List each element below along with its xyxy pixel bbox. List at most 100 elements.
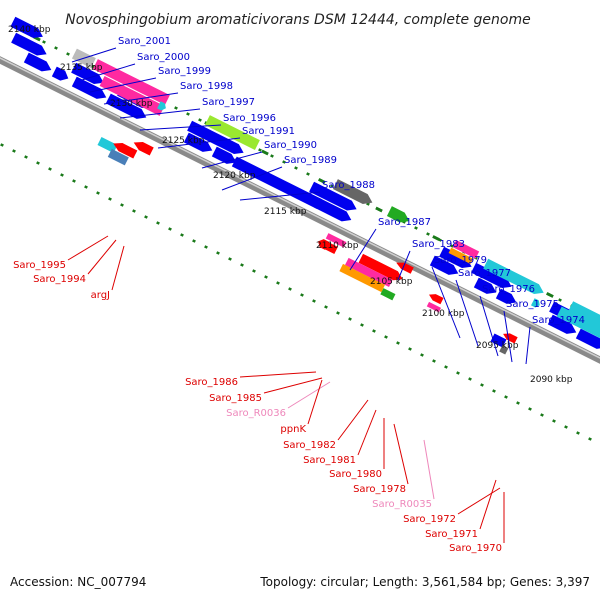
gene-leader — [139, 124, 222, 131]
tick-dot — [330, 184, 334, 188]
cds-grey — [332, 179, 373, 204]
cds-reverse — [358, 253, 403, 281]
tick-dot — [588, 437, 592, 441]
cds-forward — [429, 255, 459, 275]
gene-label-reverse: Saro_R0036 — [226, 408, 286, 419]
tick-dot — [96, 191, 100, 195]
gene-leader — [397, 250, 411, 281]
cds-pink — [325, 233, 347, 248]
tick-dot — [372, 329, 376, 333]
gene-leader — [479, 295, 499, 357]
tick-dot — [258, 148, 262, 152]
cds-forward — [51, 66, 69, 81]
gene-leader — [71, 47, 117, 63]
gene-leader — [357, 409, 377, 456]
cds-pink — [99, 75, 165, 116]
gene-label-forward: Saro_1979 — [434, 255, 487, 266]
gene-leader — [479, 479, 497, 530]
gene-leader — [307, 379, 323, 425]
cds-cyan — [568, 301, 600, 331]
tick-dot — [492, 389, 496, 393]
gene-leader — [221, 166, 283, 191]
cds-reverse — [429, 294, 444, 305]
tick-dot — [12, 149, 16, 153]
cds-grey — [499, 345, 509, 355]
gene-label-forward: Saro_2001 — [118, 36, 171, 47]
cds-forward — [105, 93, 147, 119]
kbp-label: 2130 kbp — [110, 99, 153, 109]
gene-label-reverse: Saro_1972 — [403, 514, 456, 525]
cds-pink — [345, 257, 393, 287]
gene-label-reverse: Saro_1981 — [303, 455, 356, 466]
tick-dot — [432, 359, 436, 363]
gene-leader — [263, 377, 323, 394]
gene-leader — [337, 399, 369, 441]
cds-forward — [23, 52, 52, 72]
tick-dot — [480, 383, 484, 387]
cds-forward — [231, 156, 327, 209]
gene-leader — [349, 228, 377, 271]
backbone-highlight — [0, 57, 600, 359]
tick-dot — [294, 166, 298, 170]
gene-label-reverse: Saro_1985 — [209, 393, 262, 404]
gene-label-reverse: Saro_1980 — [329, 469, 382, 480]
tick-dot — [552, 419, 556, 423]
tick-dot — [414, 226, 418, 230]
kbp-label: 2105 kbp — [370, 277, 413, 287]
cds-forward — [547, 314, 577, 334]
tick-dot — [240, 263, 244, 267]
major-tick — [261, 149, 269, 156]
tick-dot — [156, 221, 160, 225]
tick-dot — [456, 371, 460, 375]
gene-leader — [111, 245, 125, 291]
cds-forward — [187, 120, 244, 155]
cds-green — [386, 206, 410, 223]
tick-dot — [540, 413, 544, 417]
gene-label-reverse: Saro_1978 — [353, 484, 406, 495]
backbone-line — [0, 56, 600, 364]
tick-dot — [348, 317, 352, 321]
tick-dot — [576, 431, 580, 435]
tick-dot — [420, 353, 424, 357]
gene-label-reverse: Saro_1986 — [185, 377, 238, 388]
gene-leader — [455, 279, 479, 347]
tick-dot — [306, 172, 310, 176]
cds-pink — [426, 301, 442, 313]
tick-dot — [168, 227, 172, 231]
gene-features — [10, 16, 600, 355]
gene-leader — [423, 439, 435, 500]
gene-leader — [89, 77, 157, 93]
cds-cyan — [531, 298, 540, 308]
tick-dot — [558, 298, 562, 302]
gene-leader — [393, 423, 409, 485]
tick-dot — [216, 251, 220, 255]
cds-forward — [495, 288, 517, 304]
gene-label-forward: Saro_1991 — [242, 126, 295, 137]
tick-dot — [72, 179, 76, 183]
tick-dot — [426, 232, 430, 236]
cds-forward — [575, 328, 600, 349]
gene-leader — [503, 310, 513, 363]
tick-dot — [282, 160, 286, 164]
cds-forward — [471, 262, 512, 289]
tick-dot — [186, 112, 190, 116]
gene-leader — [87, 239, 117, 275]
tick-dot — [444, 365, 448, 369]
tick-dot — [384, 335, 388, 339]
cds-orange — [448, 247, 474, 264]
tick-dot — [120, 203, 124, 207]
tick-dot — [132, 209, 136, 213]
tick-dot — [288, 287, 292, 291]
tick-dot — [0, 143, 4, 147]
gene-label-forward: Saro_1990 — [264, 140, 317, 151]
gene-label-reverse: Saro_1982 — [283, 440, 336, 451]
gene-label-forward: Saro_1989 — [284, 155, 337, 166]
gene-leader — [157, 137, 241, 149]
map-title: Novosphingobium aromaticivorans DSM 1244… — [65, 12, 530, 28]
gene-label-forward: Saro_1998 — [180, 81, 233, 92]
tick-dot — [42, 40, 46, 44]
tick-dot — [270, 154, 274, 158]
cds-steelblue — [107, 148, 129, 166]
cds-forward — [439, 246, 472, 269]
